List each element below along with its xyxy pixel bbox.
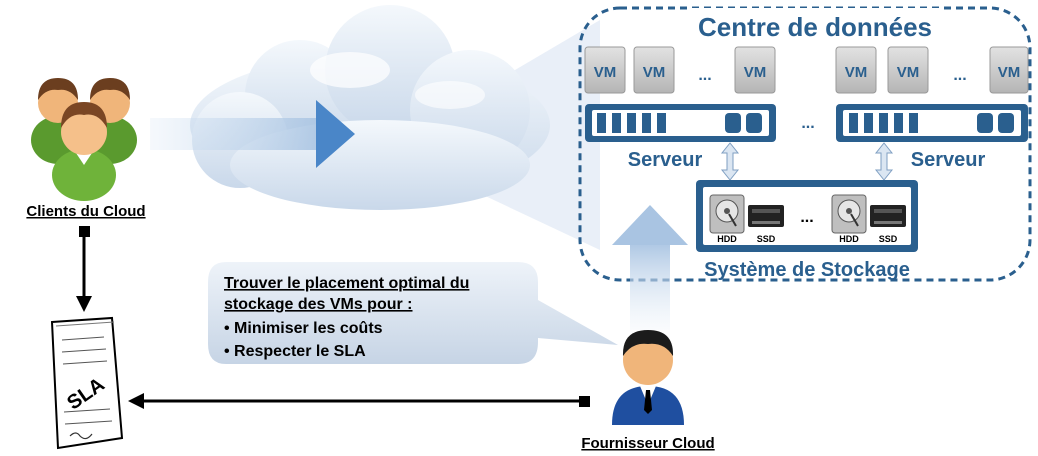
- callout-bubble: [208, 262, 618, 364]
- cloud-icon: [190, 5, 550, 210]
- callout-title-line2: stockage des VMs pour :: [224, 296, 413, 313]
- vm-label: VM: [845, 64, 868, 81]
- callout-title-line1: Trouver le placement optimal du: [224, 275, 469, 292]
- client-to-cloud-arrow: [150, 100, 355, 168]
- storage-label: Système de Stockage: [704, 259, 910, 281]
- vm-label: VM: [897, 64, 920, 81]
- hdd-icon: [709, 194, 745, 234]
- storage-ellipsis: ...: [800, 209, 813, 226]
- vm-box: [989, 46, 1029, 94]
- vm-box: [734, 46, 776, 94]
- vm-group-left: VM VM ... VM: [584, 46, 776, 94]
- clients-label: Clients du Cloud: [26, 203, 145, 220]
- provider-icon: [612, 330, 684, 425]
- vm-box: [584, 46, 626, 94]
- sla-document-icon: [50, 316, 124, 450]
- ssd-icon: [870, 205, 906, 227]
- datacenter-title: Centre de données: [698, 12, 932, 42]
- datacenter-title-bg: [690, 8, 940, 40]
- vm-box: [887, 46, 929, 94]
- server-right: [836, 104, 1028, 142]
- hdd-label: HDD: [839, 234, 859, 244]
- hdd-icon: [831, 194, 867, 234]
- callout-bullet-1: • Minimiser les coûts: [224, 320, 383, 337]
- server-ellipsis: ...: [801, 115, 814, 132]
- vm-label: VM: [998, 64, 1021, 81]
- callout-bullet-2: • Respecter le SLA: [224, 343, 366, 360]
- ssd-label: SSD: [757, 234, 776, 244]
- server-label-left: Serveur: [628, 149, 703, 171]
- vm-box: [633, 46, 675, 94]
- vm-group-right: VM VM ... VM: [835, 46, 1029, 94]
- vm-ellipsis: ...: [698, 67, 711, 84]
- vm-box: [835, 46, 877, 94]
- server-left: [585, 104, 776, 142]
- ssd-icon: [748, 205, 784, 227]
- clients-to-sla-arrow: [76, 226, 92, 312]
- vm-label: VM: [643, 64, 666, 81]
- storage-system: HDD SSD ... HDD SSD: [696, 180, 918, 252]
- provider-to-datacenter-arrow: [612, 205, 688, 330]
- server-storage-link-left: [720, 142, 740, 181]
- vm-label: VM: [744, 64, 767, 81]
- provider-label: Fournisseur Cloud: [581, 435, 714, 452]
- vm-label: VM: [594, 64, 617, 81]
- server-storage-link-right: [874, 142, 894, 181]
- server-label-right: Serveur: [911, 149, 986, 171]
- clients-icon: [31, 78, 137, 201]
- vm-ellipsis: ...: [953, 67, 966, 84]
- provider-to-sla-arrow: [128, 393, 590, 409]
- hdd-label: HDD: [717, 234, 737, 244]
- ssd-label: SSD: [879, 234, 898, 244]
